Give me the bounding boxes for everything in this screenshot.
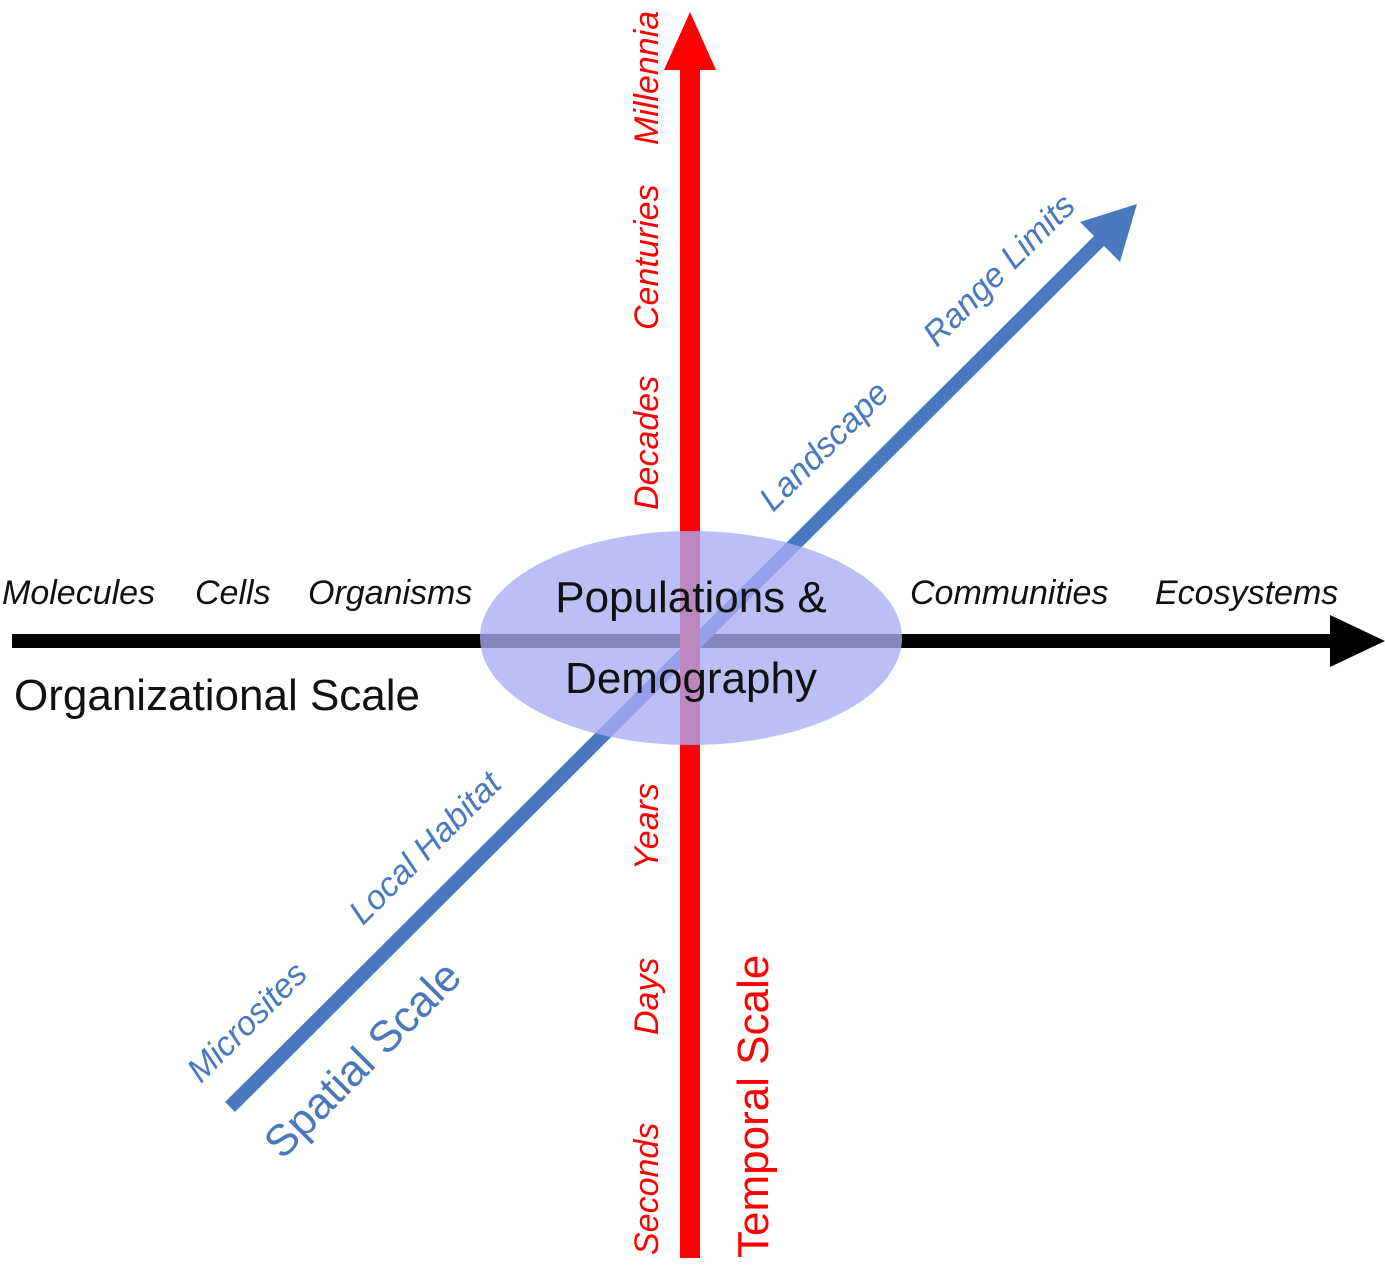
spatial-level-range-limits: Range Limits [916, 187, 1083, 354]
org-level-cells: Cells [195, 574, 271, 612]
org-level-communities: Communities [910, 574, 1108, 612]
organizational-scale-title: Organizational Scale [14, 671, 420, 720]
org-level-organisms: Organisms [308, 574, 472, 612]
org-level-ecosystems: Ecosystems [1155, 574, 1338, 612]
spatial-level-landscape: Landscape [752, 374, 897, 519]
center-label-line1: Populations & [555, 573, 827, 622]
temporal-level-days: Days [628, 958, 666, 1035]
temporal-level-millennia: Millennia [628, 11, 666, 145]
center-ellipse [480, 531, 902, 745]
temporal-level-centuries: Centuries [628, 184, 666, 330]
spatial-axis-arrowhead [1080, 204, 1137, 262]
spatial-level-microsites: Microsites [180, 955, 315, 1090]
center-label-line2: Demography [565, 654, 817, 703]
temporal-level-seconds: Seconds [628, 1123, 666, 1255]
temporal-level-decades: Decades [628, 376, 666, 510]
temporal-level-years: Years [628, 783, 666, 870]
temporal-axis-arrowhead [664, 12, 716, 70]
temporal-scale-title: Temporal Scale [729, 955, 778, 1258]
org-level-molecules: Molecules [2, 574, 155, 612]
organizational-axis-arrowhead [1330, 615, 1385, 667]
